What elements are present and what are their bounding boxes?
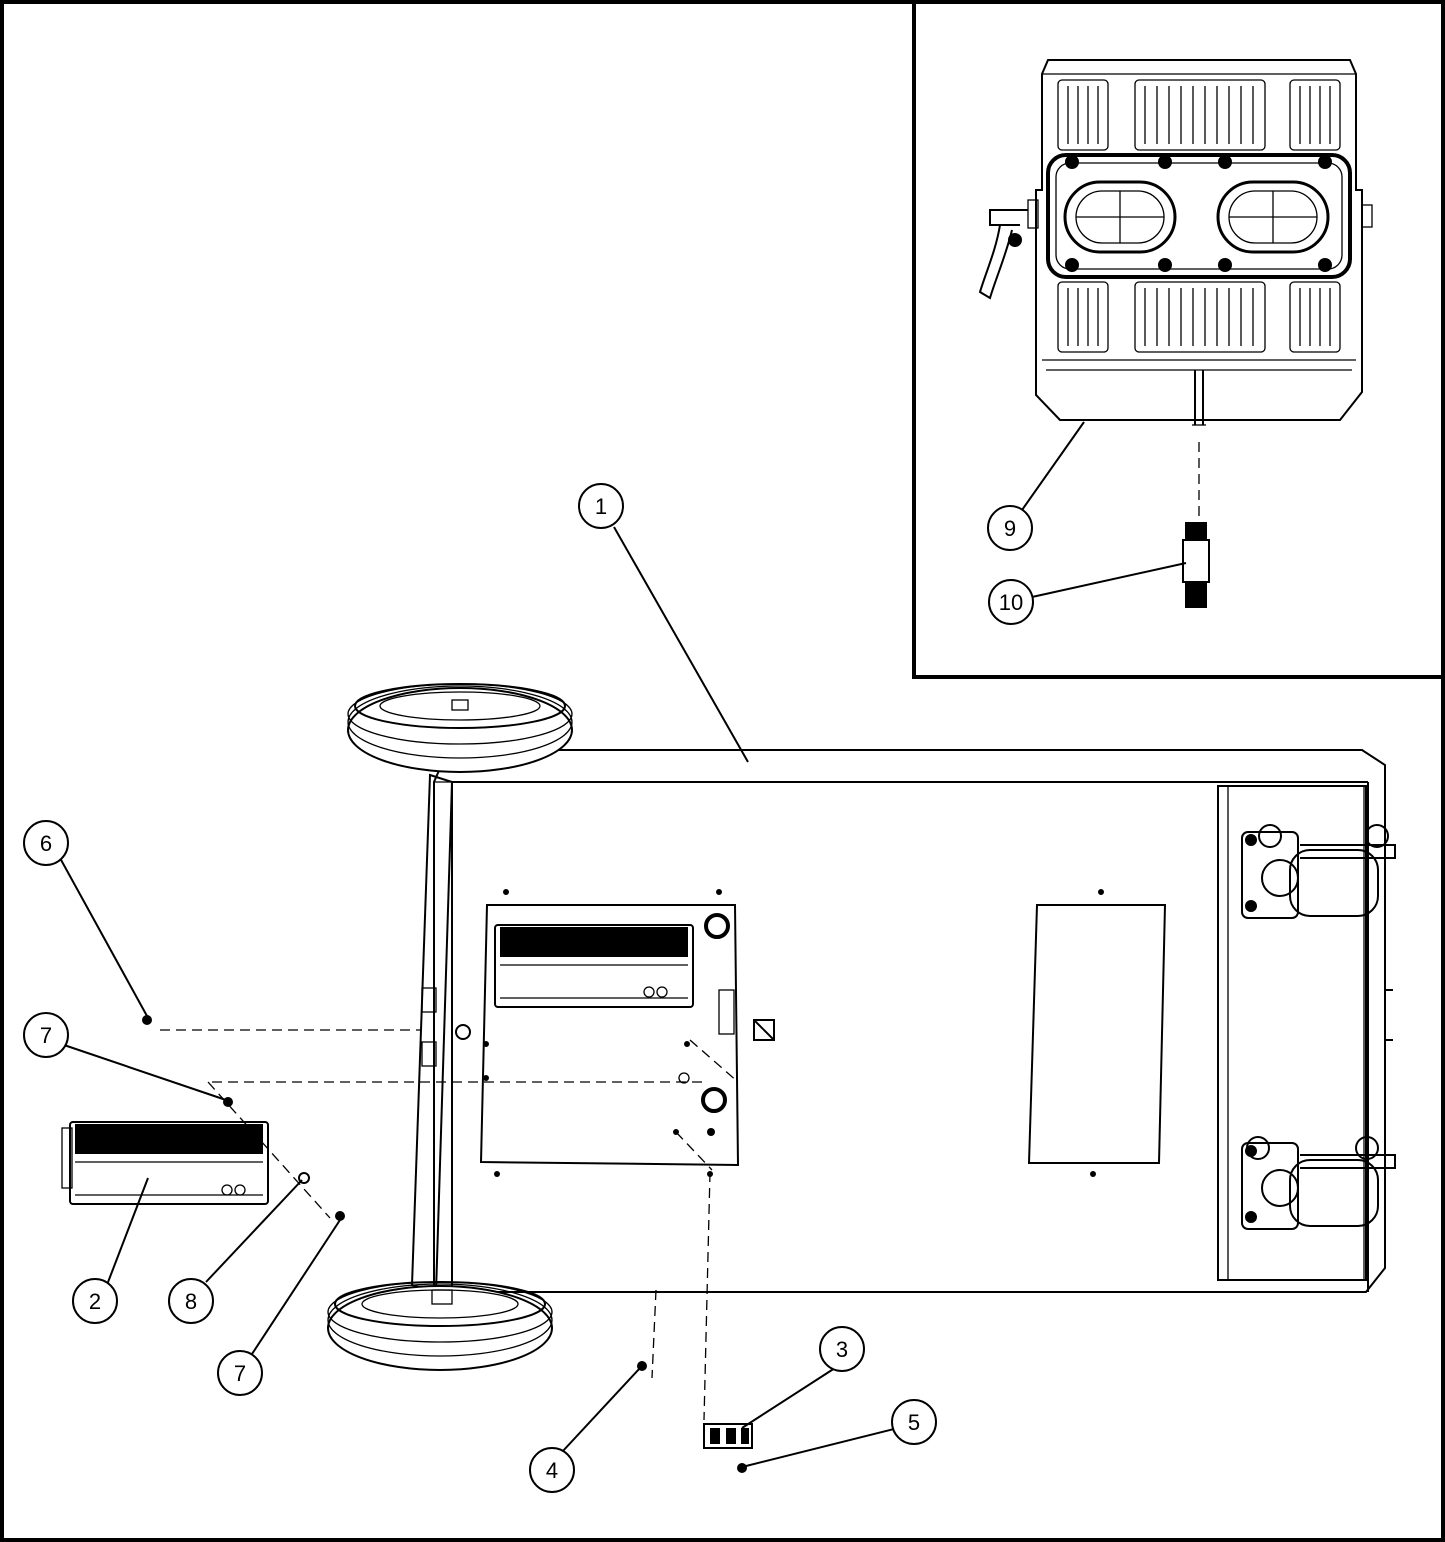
callout-7-lower: 7 xyxy=(217,1350,263,1396)
terminal-part-3 xyxy=(703,1423,753,1449)
callout-5: 5 xyxy=(891,1399,937,1445)
callout-9: 9 xyxy=(987,505,1033,551)
callout-4: 4 xyxy=(529,1447,575,1493)
callout-8: 8 xyxy=(168,1278,214,1324)
svg-text:7: 7 xyxy=(234,1361,246,1386)
cart-frame xyxy=(410,749,1393,1294)
callout-2: 2 xyxy=(72,1278,118,1324)
nut-part-5 xyxy=(737,1463,747,1473)
callout-7-upper: 7 xyxy=(23,1012,69,1058)
inverter-part-2 xyxy=(61,1121,269,1205)
light-fixture-housing xyxy=(978,59,1373,426)
rear-wheel-bottom xyxy=(327,1281,553,1371)
caster-top xyxy=(1241,824,1396,919)
svg-text:6: 6 xyxy=(40,831,52,856)
callout-6: 6 xyxy=(23,820,69,866)
callout-1: 1 xyxy=(578,483,624,529)
caster-bottom xyxy=(1241,1136,1396,1230)
nut-part-7-lower xyxy=(335,1211,345,1221)
inset-detail-view xyxy=(912,2,1443,679)
svg-text:7: 7 xyxy=(40,1023,52,1048)
svg-text:8: 8 xyxy=(185,1289,197,1314)
svg-text:1: 1 xyxy=(595,494,607,519)
washer-part-8 xyxy=(298,1172,310,1184)
callout-3: 3 xyxy=(819,1326,865,1372)
svg-text:3: 3 xyxy=(836,1337,848,1362)
svg-text:5: 5 xyxy=(908,1410,920,1435)
leader-lines xyxy=(59,421,1187,1467)
svg-text:10: 10 xyxy=(999,590,1023,615)
connector-part-10 xyxy=(1182,522,1210,608)
svg-text:2: 2 xyxy=(89,1289,101,1314)
screw-part-6 xyxy=(142,1015,152,1025)
rear-wheel-top xyxy=(347,683,573,773)
svg-text:9: 9 xyxy=(1004,516,1016,541)
assembly-lines xyxy=(160,1029,739,1421)
svg-text:4: 4 xyxy=(546,1458,558,1483)
callout-10: 10 xyxy=(988,579,1034,625)
mounted-inverter xyxy=(494,924,694,1008)
